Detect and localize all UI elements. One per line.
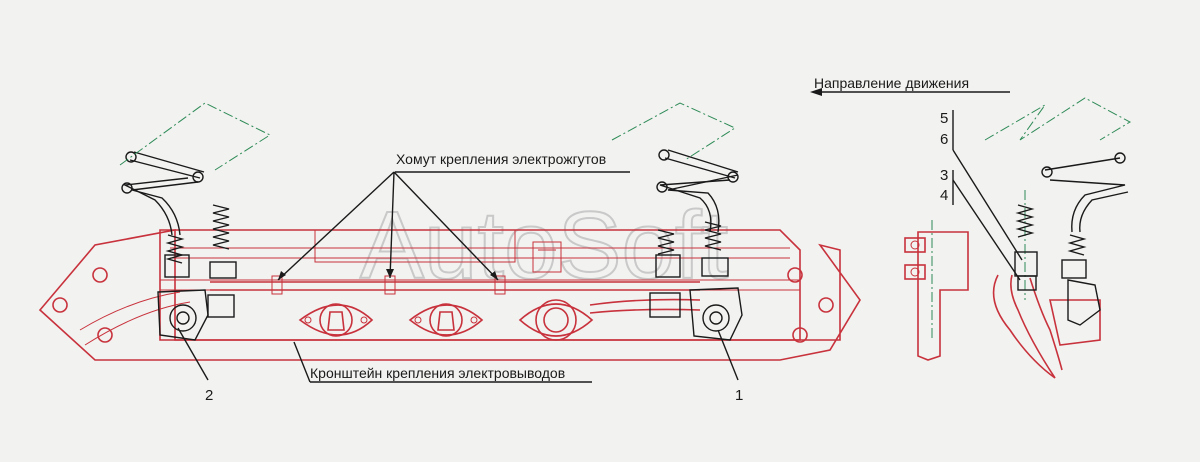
callout-6: 6: [940, 131, 948, 148]
right-coupling-head: [649, 254, 743, 341]
callout-3: 3: [940, 167, 948, 184]
springs: [165, 204, 722, 264]
centerlines: [119, 97, 1132, 338]
side-view: [904, 152, 1129, 379]
handle-rods: [121, 149, 739, 236]
callout-1: 1: [735, 387, 743, 404]
clamp-arrow-2: [386, 269, 394, 278]
callout-4: 4: [940, 187, 948, 204]
callout-2: 2: [205, 387, 213, 404]
clamp-arrow-3: [490, 271, 498, 280]
callout-5: 5: [940, 110, 948, 127]
bracket-label: Кронштейн крепления электровыводов: [310, 365, 565, 381]
connector-flanges: [298, 299, 594, 341]
mounting-holes: [52, 267, 834, 343]
direction-arrow: [810, 88, 1010, 96]
clamp-arrow-1: [278, 271, 286, 280]
clamp-label: Хомут крепления электрожгутов: [396, 151, 606, 167]
left-coupling-head: [157, 254, 237, 341]
direction-label: Направление движения: [814, 75, 969, 91]
leader-lines: [177, 110, 1023, 383]
watermark: AutoSoft: [360, 192, 728, 299]
wire-harness: [210, 275, 701, 314]
